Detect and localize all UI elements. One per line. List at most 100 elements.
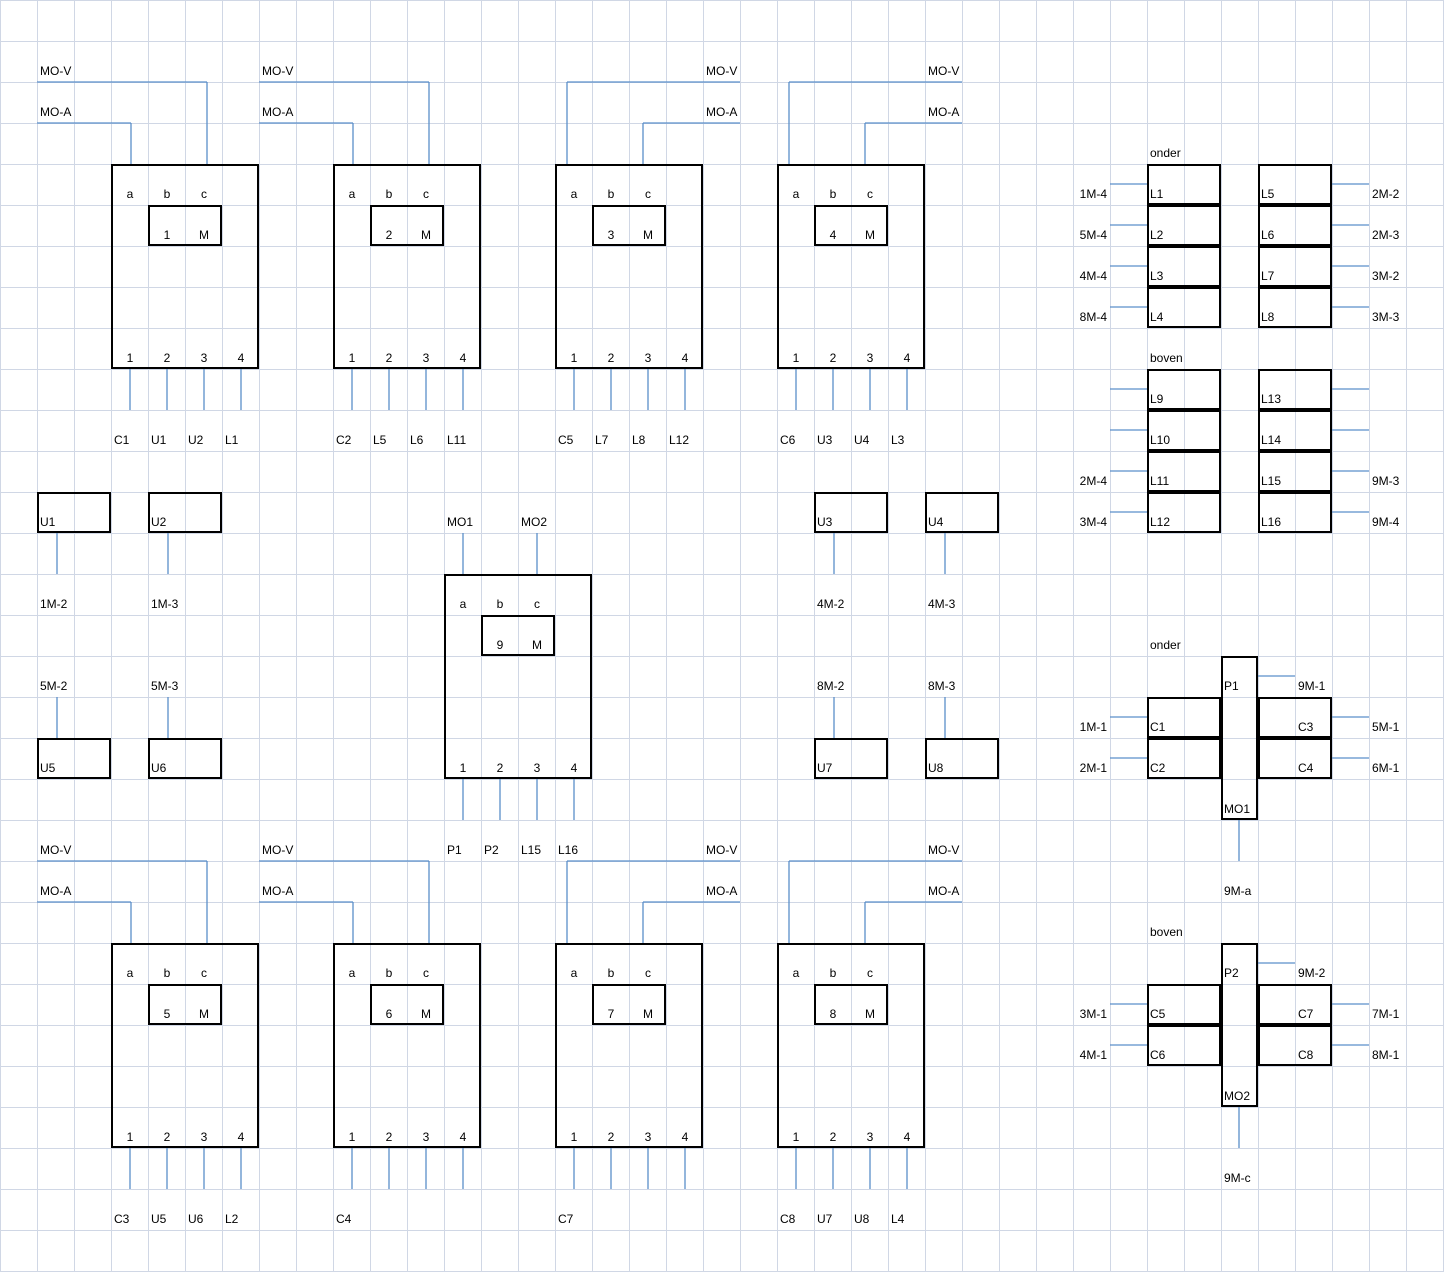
module-m-label: M [421, 1007, 431, 1021]
mo-v-label: MO-V [40, 64, 72, 78]
l-cell-label: L8 [1261, 310, 1275, 324]
l-cell-label: L9 [1150, 392, 1164, 406]
l-cell-label: L7 [1261, 269, 1275, 283]
c-cell-label: C4 [1298, 761, 1314, 775]
controller-module-8 [777, 943, 925, 1148]
pin-label-top: b [385, 187, 393, 201]
unit-box-6 [925, 492, 999, 533]
module-number: 8 [829, 1007, 837, 1021]
controller-module-1 [111, 164, 259, 369]
unit-label: U8 [928, 761, 944, 775]
pin-label-top: a [792, 966, 800, 980]
unit-box-3 [37, 738, 111, 779]
p-label: P1 [1224, 679, 1239, 693]
unit-box-7 [814, 738, 888, 779]
l-cell-label: L10 [1150, 433, 1171, 447]
pin-label-top: a [126, 187, 134, 201]
pin-label-bottom: 1 [126, 1130, 134, 1144]
unit-box-4 [148, 738, 222, 779]
c-cell [1147, 1025, 1221, 1066]
module-number: 7 [607, 1007, 615, 1021]
pin-label-bottom: 3 [200, 1130, 208, 1144]
module-number: 5 [163, 1007, 171, 1021]
l-wire-label: 2M-2 [1372, 187, 1400, 201]
p-wire-label: 9M-1 [1298, 679, 1326, 693]
pin-label-bottom: 1 [348, 351, 356, 365]
p-bar [1221, 943, 1258, 1107]
pin-label-top: a [792, 187, 800, 201]
module-inner-box-6 [370, 984, 444, 1025]
bottom-wire-label: C8 [780, 1212, 796, 1226]
module-number: 4 [829, 228, 837, 242]
module-m-label: M [643, 228, 653, 242]
unit-label: U2 [151, 515, 167, 529]
l-cell-label: L11 [1150, 474, 1170, 488]
c-cell [1258, 1025, 1332, 1066]
l-cell-label: L1 [1150, 187, 1164, 201]
unit-label: U1 [40, 515, 56, 529]
panel-title: onder [1150, 146, 1181, 160]
p-label: P2 [1224, 966, 1239, 980]
pin-label-bottom: 4 [681, 351, 689, 365]
pin-label-bottom: 4 [903, 1130, 911, 1144]
mo-v-label: MO-V [262, 64, 294, 78]
c-cell [1147, 738, 1221, 779]
unit-box-1 [37, 492, 111, 533]
pin-label-bottom: 3 [422, 1130, 430, 1144]
l-cell-label: L16 [1261, 515, 1282, 529]
c-wire-label: 6M-1 [1372, 761, 1400, 775]
l-cell [1258, 164, 1332, 205]
mo-a-label: MO-A [706, 105, 738, 119]
mo-v-label: MO-V [706, 843, 738, 857]
l-wire-label: 8M-4 [1079, 310, 1107, 324]
l-cell [1258, 410, 1332, 451]
mo-a-label: MO-A [706, 884, 738, 898]
c-wire-label: 1M-1 [1079, 720, 1107, 734]
bottom-wire-label: L15 [521, 843, 542, 857]
controller-module-4 [777, 164, 925, 369]
mo-v-label: MO-V [262, 843, 294, 857]
l-wire-label: 9M-4 [1372, 515, 1400, 529]
c-wire-label: 3M-1 [1079, 1007, 1107, 1021]
module-inner-box-5 [148, 984, 222, 1025]
c-cell-label: C3 [1298, 720, 1314, 734]
l-cell-label: L12 [1150, 515, 1171, 529]
c-cell-label: C5 [1150, 1007, 1166, 1021]
unit-label: U5 [40, 761, 56, 775]
pin-label-bottom: 4 [903, 351, 911, 365]
bottom-wire-label: U2 [188, 433, 204, 447]
l-wire-label: 1M-4 [1079, 187, 1107, 201]
pin-label-bottom: 4 [681, 1130, 689, 1144]
bottom-wire-label: U5 [151, 1212, 167, 1226]
mo-a-label: MO-A [928, 105, 960, 119]
c-cell-label: C8 [1298, 1048, 1314, 1062]
mo1-label: MO1 [447, 515, 474, 529]
pin-label-bottom: 2 [163, 351, 171, 365]
module-number: 6 [385, 1007, 393, 1021]
l-cell [1258, 492, 1332, 533]
pin-label-bottom: 2 [829, 1130, 837, 1144]
c-cell [1258, 984, 1332, 1025]
mo-a-label: MO-A [40, 105, 72, 119]
module-inner-box-2 [370, 205, 444, 246]
unit-wire-label: 8M-3 [928, 679, 956, 693]
l-cell-label: L3 [1150, 269, 1164, 283]
c-cell-label: C1 [1150, 720, 1166, 734]
bottom-wire-label: L6 [410, 433, 424, 447]
mo-label: MO1 [1224, 802, 1251, 816]
pin-label-bottom: 3 [866, 351, 874, 365]
pin-label-top: b [163, 966, 171, 980]
c-wire-label: 7M-1 [1372, 1007, 1400, 1021]
pin-label-bottom: 2 [829, 351, 837, 365]
bottom-wire-label: C3 [114, 1212, 130, 1226]
bottom-wire-label: L2 [225, 1212, 239, 1226]
c-cell-label: C7 [1298, 1007, 1314, 1021]
controller-module-3 [555, 164, 703, 369]
bottom-wire-label: C2 [336, 433, 352, 447]
c-cell-label: C6 [1150, 1048, 1166, 1062]
unit-label: U3 [817, 515, 833, 529]
pin-label-bottom: 4 [570, 761, 578, 775]
pin-label-top: c [534, 597, 540, 611]
unit-wire-label: 8M-2 [817, 679, 845, 693]
